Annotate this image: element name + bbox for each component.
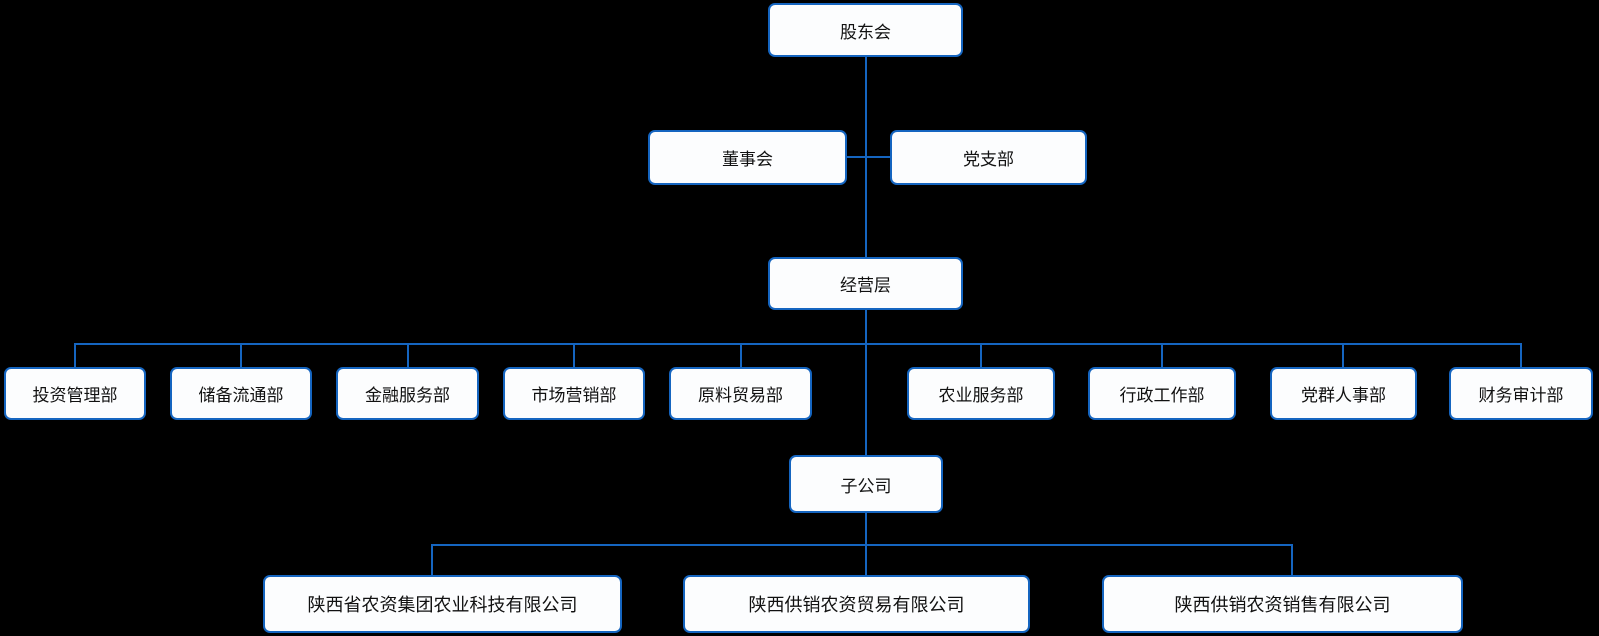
connector-drop-dept-9 bbox=[1520, 343, 1522, 369]
node-label: 金融服务部 bbox=[365, 386, 450, 405]
node-subsidiaries-group: 子公司 bbox=[789, 455, 943, 513]
connector-drop-dept-6 bbox=[980, 343, 982, 369]
connector-drop-dept-3 bbox=[407, 343, 409, 369]
node-label: 市场营销部 bbox=[531, 386, 617, 405]
node-label: 陕西省农资集团农业科技有限公司 bbox=[307, 595, 578, 615]
node-label: 经营层 bbox=[840, 276, 891, 295]
node-dept-finance-audit: 财务审计部 bbox=[1449, 367, 1593, 420]
node-label: 子公司 bbox=[840, 476, 892, 496]
node-label: 股东会 bbox=[840, 22, 891, 42]
node-subsidiary-agri-tech-co: 陕西省农资集团农业科技有限公司 bbox=[263, 575, 622, 633]
connector-subsidiary-trunk bbox=[865, 343, 867, 455]
connector-management-trunk bbox=[865, 310, 867, 345]
connector-drop-dept-8 bbox=[1342, 343, 1344, 369]
node-dept-raw-material-trade: 原料贸易部 bbox=[669, 367, 812, 420]
node-subsidiary-sales-co: 陕西供销农资销售有限公司 bbox=[1102, 575, 1463, 633]
connector-board-party bbox=[847, 156, 890, 158]
node-dept-marketing: 市场营销部 bbox=[503, 367, 645, 420]
connector-drop-dept-1 bbox=[74, 343, 76, 369]
node-dept-agricultural-services: 农业服务部 bbox=[907, 367, 1055, 420]
connector-departments-bus bbox=[74, 343, 1522, 345]
connector-drop-subsidiary-2 bbox=[865, 544, 867, 575]
node-label: 储备流通部 bbox=[198, 386, 284, 405]
connector-drop-subsidiary-1 bbox=[431, 544, 433, 575]
node-label: 陕西供销农资贸易有限公司 bbox=[748, 595, 965, 615]
node-shareholders-meeting: 股东会 bbox=[768, 3, 963, 57]
connector-drop-dept-2 bbox=[240, 343, 242, 369]
connector-subsidiary-trunk-2 bbox=[865, 513, 867, 546]
node-label: 财务审计部 bbox=[1478, 386, 1564, 405]
node-label: 行政工作部 bbox=[1119, 386, 1205, 405]
connector-drop-dept-7 bbox=[1161, 343, 1163, 369]
node-dept-financial-services: 金融服务部 bbox=[336, 367, 479, 420]
node-party-branch: 党支部 bbox=[890, 130, 1087, 185]
connector-subsidiaries-bus bbox=[431, 544, 1293, 546]
node-label: 陕西供销农资销售有限公司 bbox=[1174, 595, 1391, 615]
node-management-level: 经营层 bbox=[768, 257, 963, 310]
node-dept-investment-management: 投资管理部 bbox=[4, 367, 146, 420]
node-dept-party-personnel: 党群人事部 bbox=[1270, 367, 1417, 420]
node-label: 投资管理部 bbox=[32, 386, 118, 405]
connector-drop-subsidiary-3 bbox=[1291, 544, 1293, 575]
node-dept-administrative-work: 行政工作部 bbox=[1088, 367, 1236, 420]
node-label: 农业服务部 bbox=[938, 386, 1024, 405]
connector-drop-dept-4 bbox=[573, 343, 575, 369]
node-subsidiary-trade-co: 陕西供销农资贸易有限公司 bbox=[683, 575, 1030, 633]
node-dept-reserve-circulation: 储备流通部 bbox=[170, 367, 312, 420]
node-label: 董事会 bbox=[722, 150, 773, 169]
node-board-of-directors: 董事会 bbox=[648, 130, 847, 185]
node-label: 党群人事部 bbox=[1301, 386, 1386, 405]
node-label: 原料贸易部 bbox=[698, 386, 783, 405]
connector-drop-dept-5 bbox=[740, 343, 742, 369]
node-label: 党支部 bbox=[963, 150, 1014, 169]
